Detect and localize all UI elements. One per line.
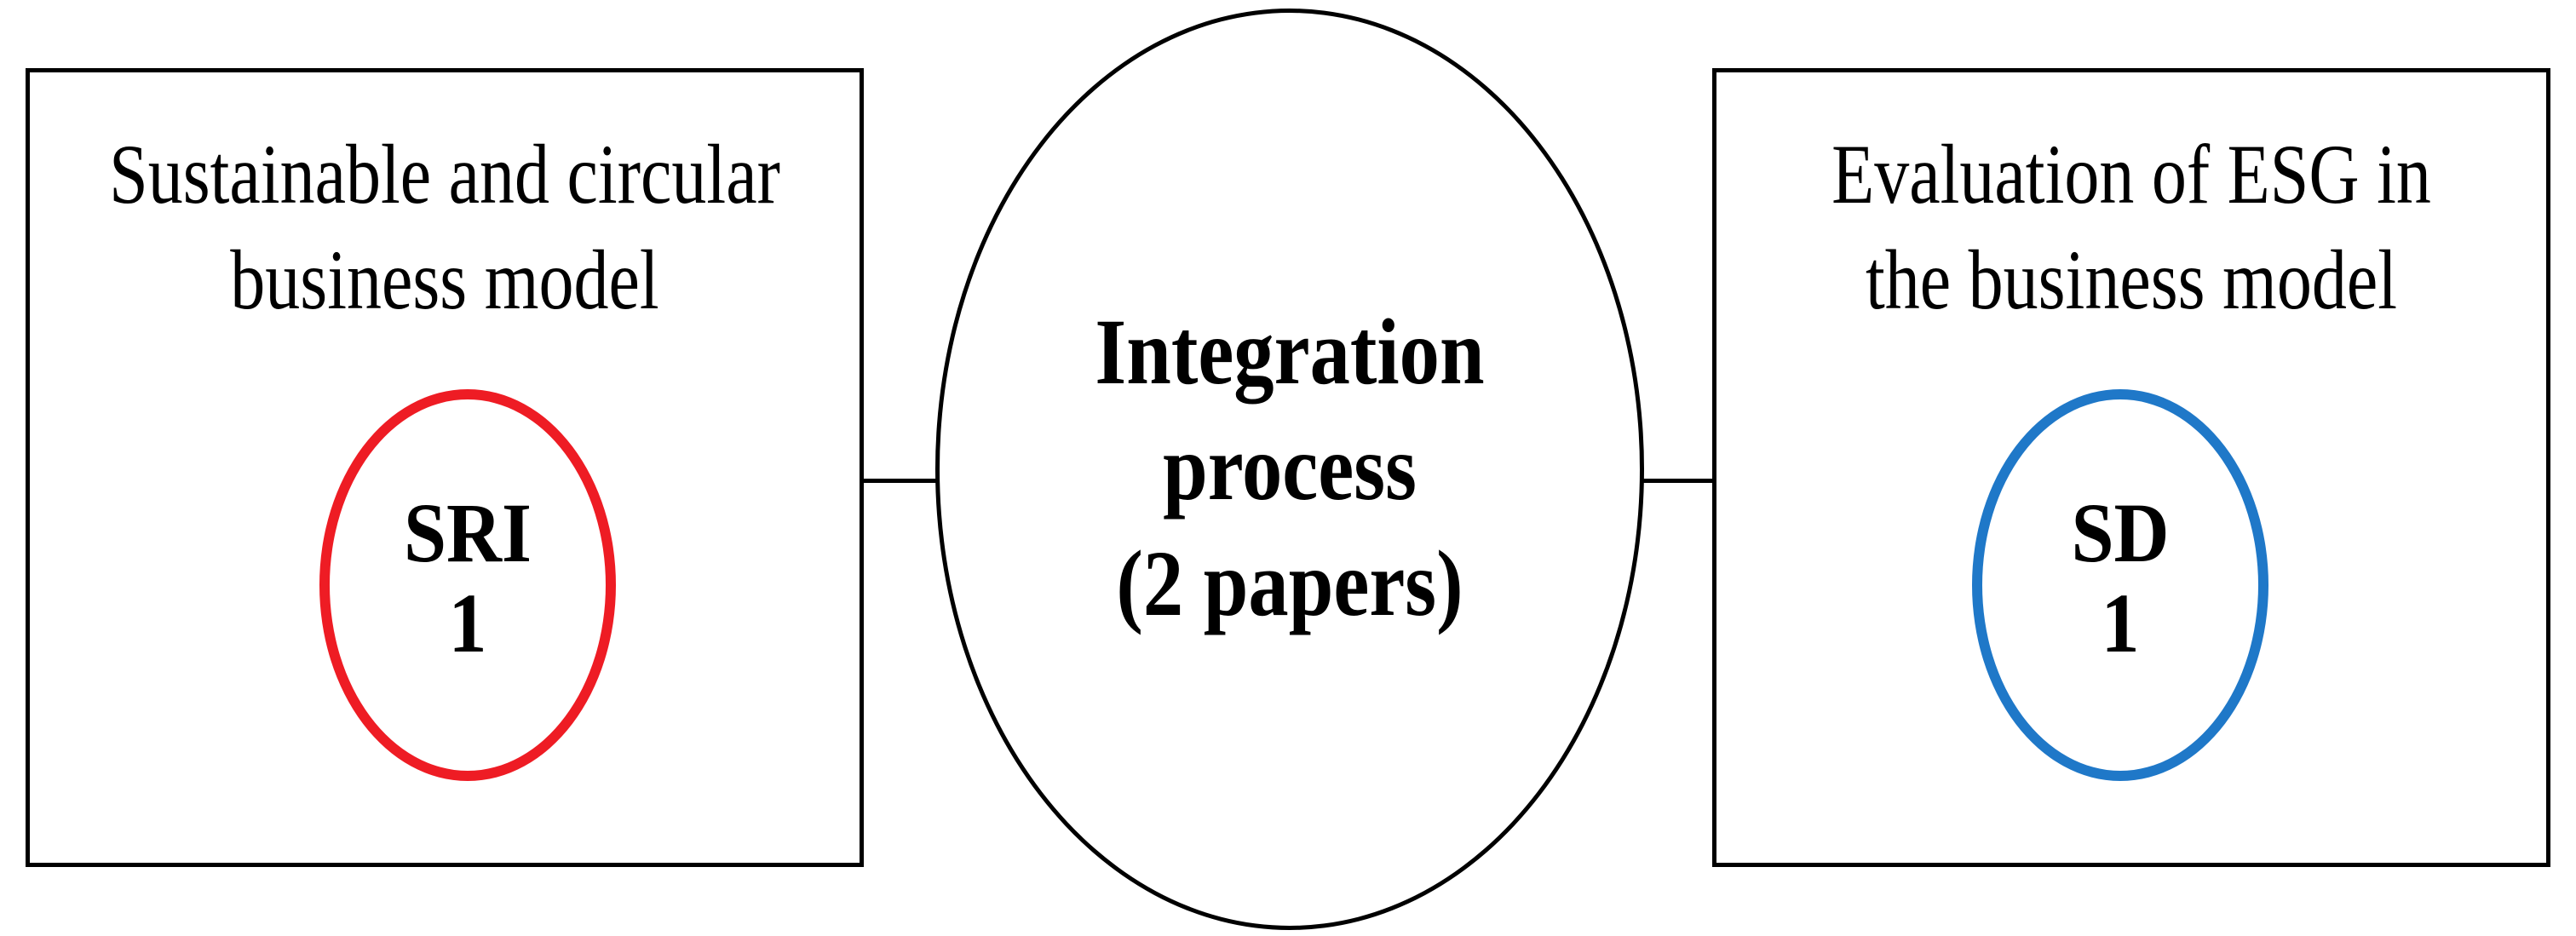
right-box-title: Evaluation of ESG in the business model [1831, 127, 2431, 327]
sri-count: 1 [448, 576, 487, 670]
sd-code: SD [2071, 485, 2170, 580]
sri-ellipse: SRI 1 [319, 389, 616, 781]
left-box: Sustainable and circular business model … [26, 68, 864, 867]
left-box-title: Sustainable and circular business model [109, 127, 780, 327]
right-box: Evaluation of ESG in the business model … [1712, 68, 2550, 867]
sri-code: SRI [403, 485, 532, 580]
right-connector-line [1636, 479, 1712, 483]
integration-process-ellipse: Integration process (2 papers) [935, 9, 1644, 930]
sd-ellipse: SD 1 [1972, 389, 2268, 781]
left-connector-line [864, 479, 942, 483]
integration-process-label: Integration process (2 papers) [1095, 300, 1485, 635]
sd-count: 1 [2101, 576, 2140, 670]
